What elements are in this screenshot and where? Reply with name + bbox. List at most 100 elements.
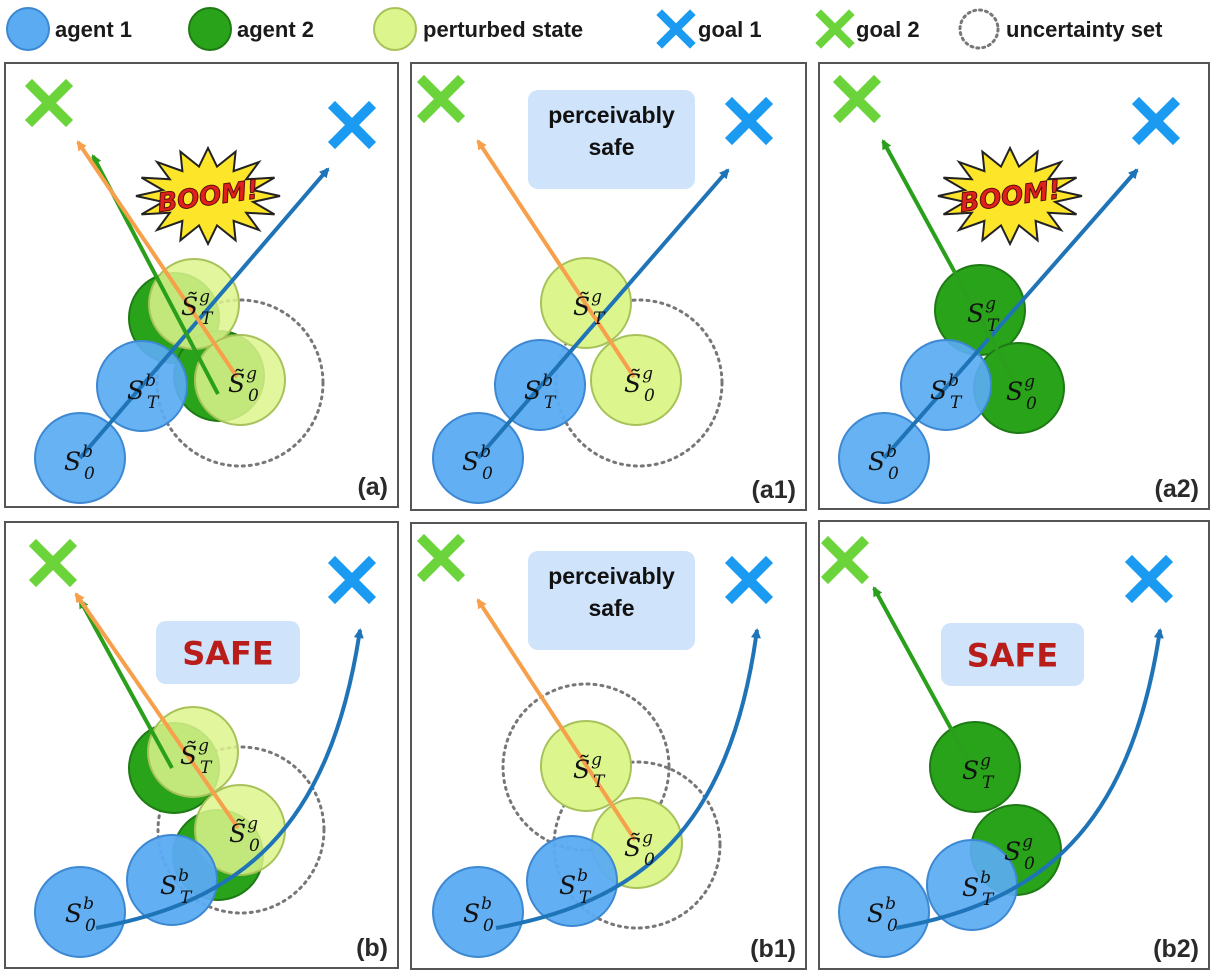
perceivably-safe-badge xyxy=(528,90,695,189)
safe-label: SAFE xyxy=(182,635,274,673)
agent-1-path-arrow xyxy=(495,628,761,930)
agent-1-final-state xyxy=(126,834,218,926)
goal-1-cross-icon xyxy=(656,9,696,49)
safe-badge xyxy=(941,623,1084,686)
goal-1-cross-icon xyxy=(724,555,774,605)
agent-1-path-arrow xyxy=(882,168,1139,460)
goal-2-cross-icon xyxy=(820,535,870,585)
agent-1-initial-state xyxy=(838,866,930,958)
perceivably-safe-badge xyxy=(528,551,695,650)
cross-stroke xyxy=(416,533,466,583)
agent-1-final-state xyxy=(526,835,618,927)
perceivably-safe-label: safe xyxy=(588,595,634,621)
goal-1-cross-icon xyxy=(327,555,377,605)
panel-tag: (a2) xyxy=(1155,475,1199,503)
panel-tag: (a) xyxy=(357,473,388,501)
perturbed-path-arrow xyxy=(476,598,637,842)
perceivably-safe-label: safe xyxy=(588,134,634,160)
legend-label: uncertainty set xyxy=(1006,17,1163,42)
goal-1-cross-icon xyxy=(1131,96,1181,146)
cross-stroke xyxy=(416,74,466,124)
safe-label: SAFE xyxy=(967,637,1059,675)
legend: agent 1 agent 2 perturbed state goal 1 g… xyxy=(6,7,1163,51)
cross-stroke xyxy=(724,555,774,605)
agent-2-path-arrow xyxy=(881,139,1020,389)
safe-badge xyxy=(156,621,300,684)
legend-label: agent 1 xyxy=(55,17,132,42)
goal-1-cross-icon xyxy=(724,96,774,146)
legend-label: goal 2 xyxy=(856,17,920,42)
perturbed-path-arrow xyxy=(74,592,240,830)
boom-burst-icon xyxy=(135,145,281,247)
cross-stroke xyxy=(832,74,882,124)
legend-item-agent-2: agent 2 xyxy=(188,7,314,51)
goal-2-cross-icon xyxy=(815,9,855,49)
goal-2-cross-icon xyxy=(416,74,466,124)
perturbed-path-arrow xyxy=(476,139,636,379)
cross-stroke xyxy=(1124,554,1174,604)
legend-item-goal-1: goal 1 xyxy=(656,9,762,49)
agent-1-path-arrow xyxy=(78,167,330,460)
agent-1-path-arrow xyxy=(95,628,364,930)
agent-1-swatch xyxy=(6,7,50,51)
perturbed-initial-state xyxy=(194,334,286,426)
agent-2-path-arrow xyxy=(872,586,974,768)
cross-stroke xyxy=(724,96,774,146)
legend-item-perturbed-state: perturbed state xyxy=(373,7,583,51)
agent-2-final-state xyxy=(929,721,1021,813)
panel-tag: (b1) xyxy=(750,935,796,963)
cross-stroke xyxy=(28,538,78,588)
perceivably-safe-label: perceivably xyxy=(548,563,675,589)
goal-1-cross-icon xyxy=(327,100,377,150)
perturbed-state-swatch xyxy=(373,7,417,51)
legend-label: goal 1 xyxy=(698,17,762,42)
agent-1-path-arrow xyxy=(476,168,730,460)
goal-2-cross-icon xyxy=(832,74,882,124)
goal-2-cross-icon xyxy=(24,78,74,128)
agent-1-initial-state xyxy=(432,866,524,958)
goal-2-cross-icon xyxy=(416,533,466,583)
boom-burst-icon xyxy=(937,145,1083,247)
legend-label: perturbed state xyxy=(423,17,583,42)
uncertainty-set-circle xyxy=(501,682,671,852)
panel-tag: (b) xyxy=(356,934,388,962)
perturbed-initial-state xyxy=(590,334,682,426)
legend-item-agent-1: agent 1 xyxy=(6,7,132,51)
cross-stroke xyxy=(1131,96,1181,146)
perturbed-path-arrow xyxy=(76,140,239,379)
goal-2-cross-icon xyxy=(28,538,78,588)
cross-stroke xyxy=(24,78,74,128)
perceivably-safe-label: perceivably xyxy=(548,102,675,128)
cross-stroke xyxy=(327,555,377,605)
cross-stroke xyxy=(820,535,870,585)
